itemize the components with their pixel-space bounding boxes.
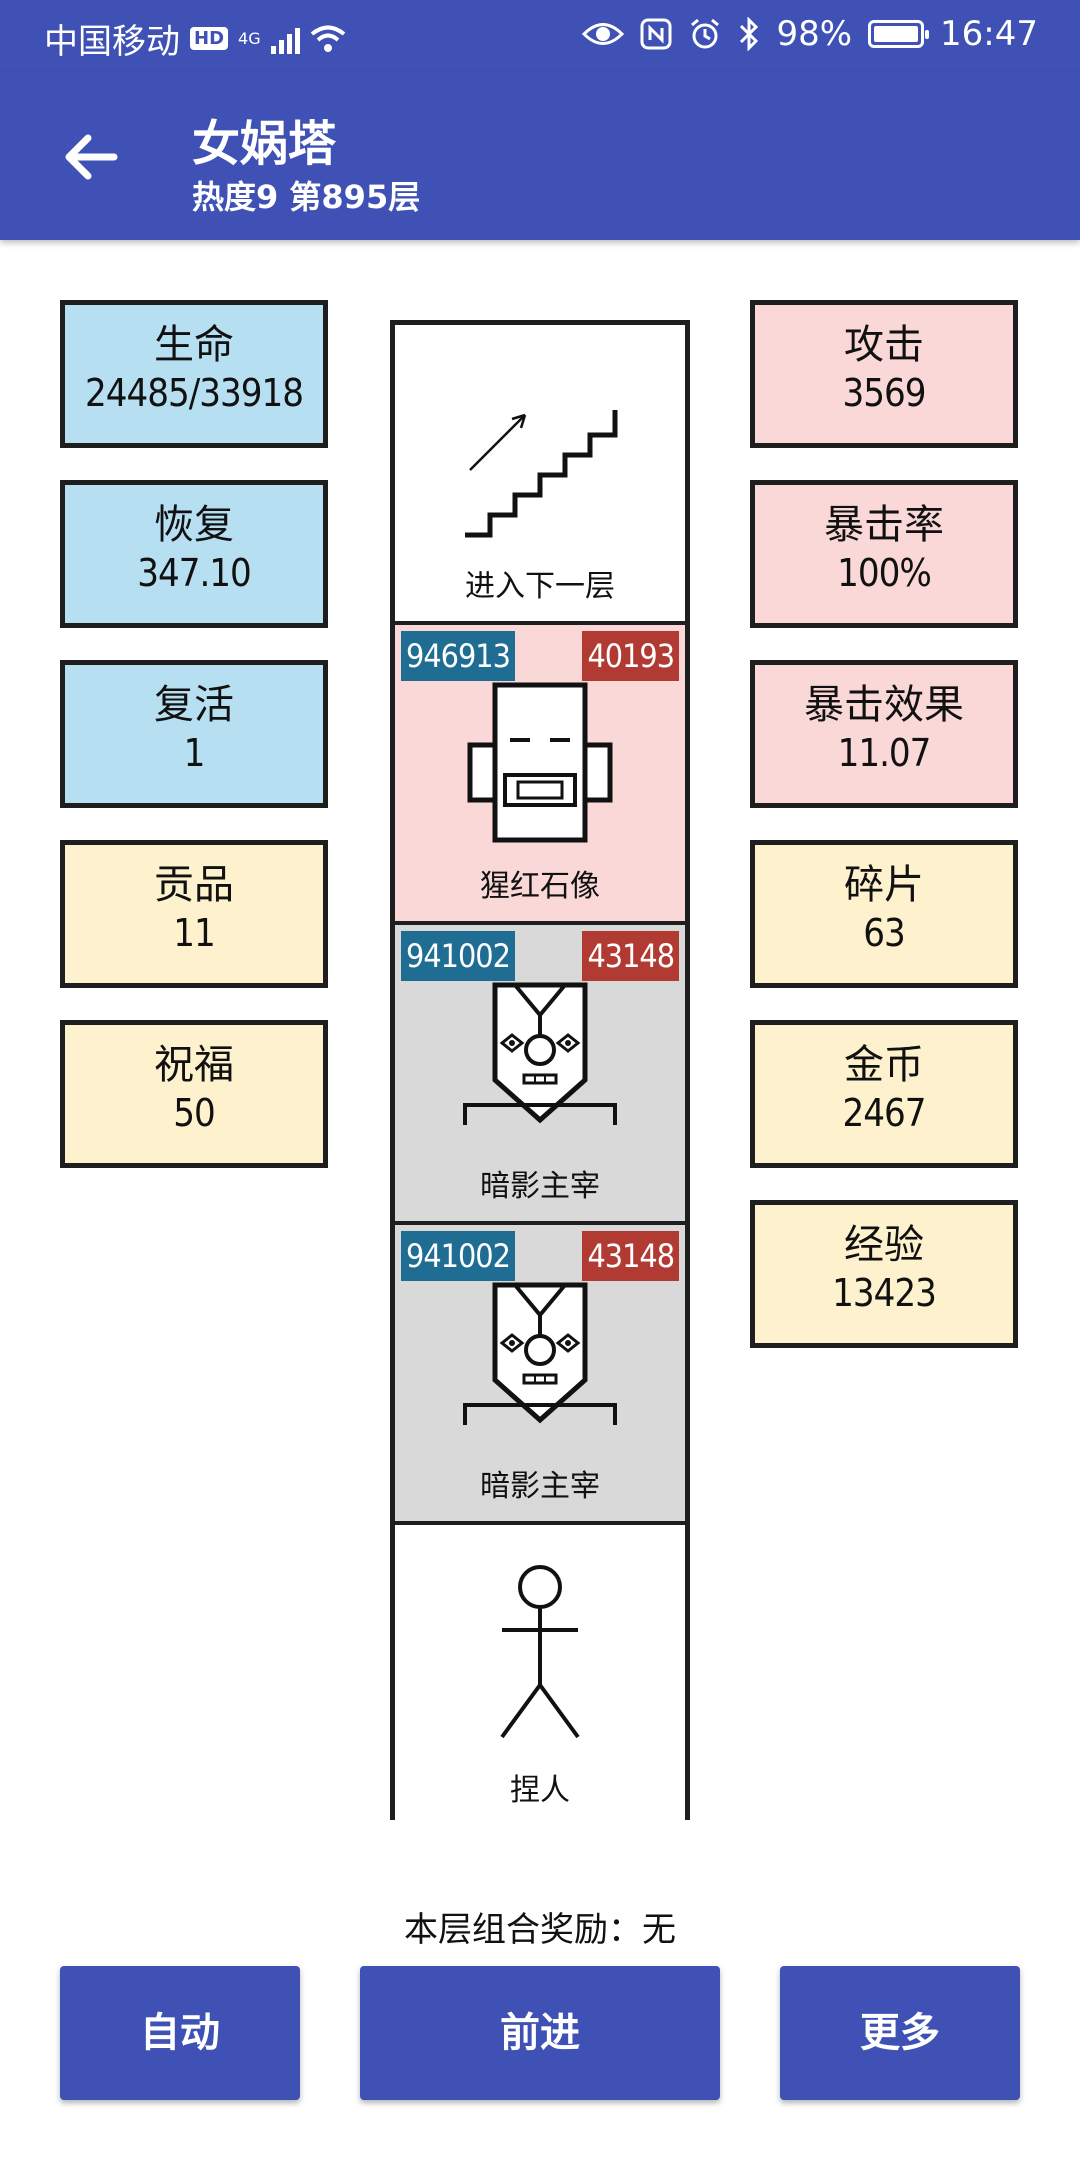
arrow-left-icon[interactable] [56, 122, 126, 192]
stat-value: 3569 [842, 371, 927, 415]
floor-name: 捏人 [510, 1773, 570, 1808]
stat-value: 100% [837, 551, 932, 595]
floor-name: 进入下一层 [465, 569, 615, 604]
stat-value: 50 [173, 1091, 216, 1135]
enemy-hp-badge: 941002 [401, 931, 515, 981]
enemy-attack-badge: 43148 [582, 931, 679, 981]
enemy-attack-badge: 40193 [582, 631, 679, 681]
stairs-up-icon [465, 410, 618, 538]
status-bar: 中国移动 HD 4G 98% 16:47 [0, 0, 1080, 72]
status-bar-right: 98% 16:47 [582, 14, 1038, 54]
eye-icon [582, 23, 625, 45]
stat-value: 13423 [832, 1271, 937, 1315]
tower: 进入下一层 946913 40193 猩红石像 941002 43148 [390, 320, 690, 1825]
floor-bonus-text: 本层组合奖励：无 [404, 1910, 676, 1950]
stat-label: 生命 [154, 322, 234, 368]
stat-card-crit-rate: 暴击率 100% [750, 480, 1018, 628]
stat-card-crit-effect: 暴击效果 11.07 [750, 660, 1018, 808]
page-title: 女娲塔 [192, 116, 337, 172]
stat-label: 碎片 [844, 862, 924, 908]
stat-value: 11.07 [837, 731, 932, 775]
stat-card-life: 生命 24485/33918 [60, 300, 328, 448]
tower-floor-enemy[interactable]: 941002 43148 暗影主宰 [395, 925, 685, 1225]
carrier-label: 中国移动 [44, 22, 180, 62]
stat-label: 暴击效果 [804, 682, 964, 728]
floor-name: 暗影主宰 [480, 1169, 600, 1204]
page-subtitle: 热度9 第895层 [192, 178, 421, 216]
stat-label: 金币 [844, 1042, 924, 1088]
stat-value: 2467 [842, 1091, 927, 1135]
stat-label: 暴击率 [824, 502, 944, 548]
floor-name: 暗影主宰 [480, 1469, 600, 1504]
stat-label: 经验 [844, 1222, 924, 1268]
stat-label: 攻击 [844, 322, 924, 368]
shadow-mask-icon [463, 1282, 617, 1425]
stick-figure-icon [500, 1565, 580, 1739]
stat-value: 24485/33918 [85, 371, 304, 415]
battery-percent: 98% [776, 14, 853, 54]
tower-floor-enemy[interactable]: 941002 43148 暗影主宰 [395, 1225, 685, 1525]
tower-floor-next[interactable]: 进入下一层 [395, 325, 685, 625]
stat-card-attack: 攻击 3569 [750, 300, 1018, 448]
nfc-icon [640, 18, 672, 50]
more-button[interactable]: 更多 [780, 1966, 1020, 2100]
stat-value: 63 [863, 911, 906, 955]
bluetooth-icon [740, 17, 759, 51]
signal-icon [270, 24, 300, 54]
stat-card-gold: 金币 2467 [750, 1020, 1018, 1168]
advance-button[interactable]: 前进 [360, 1966, 720, 2100]
wifi-icon [310, 25, 345, 52]
tower-floor-enemy[interactable]: 946913 40193 猩红石像 [395, 625, 685, 925]
battery-icon [868, 20, 930, 48]
stat-label: 祝福 [154, 1042, 234, 1088]
floor-name: 猩红石像 [480, 869, 600, 904]
stat-card-blessing: 祝福 50 [60, 1020, 328, 1168]
enemy-hp-badge: 946913 [401, 631, 515, 681]
shadow-mask-icon [463, 982, 617, 1125]
clock: 16:47 [940, 14, 1038, 54]
tower-floor-player[interactable]: 捏人 [395, 1525, 685, 1825]
enemy-attack-badge: 43148 [582, 1231, 679, 1281]
stat-card-regen: 恢复 347.10 [60, 480, 328, 628]
stat-label: 复活 [154, 682, 234, 728]
stat-card-revive: 复活 1 [60, 660, 328, 808]
enemy-hp-badge: 941002 [401, 1231, 515, 1281]
status-bar-left: 中国移动 HD 4G [44, 14, 346, 63]
stat-value: 347.10 [137, 551, 252, 595]
stat-label: 恢复 [154, 502, 234, 548]
hd-icon: HD [190, 27, 229, 50]
stone-statue-icon [467, 682, 613, 843]
alarm-icon [691, 18, 720, 49]
network-type-label: 4G [238, 28, 261, 48]
stat-card-tribute: 贡品 11 [60, 840, 328, 988]
stat-card-shards: 碎片 63 [750, 840, 1018, 988]
stat-label: 贡品 [154, 862, 234, 908]
stat-value: 1 [183, 731, 206, 775]
stat-card-exp: 经验 13423 [750, 1200, 1018, 1348]
auto-button[interactable]: 自动 [60, 1966, 300, 2100]
app-bar: 女娲塔 热度9 第895层 [0, 72, 1080, 240]
stat-value: 11 [173, 911, 216, 955]
